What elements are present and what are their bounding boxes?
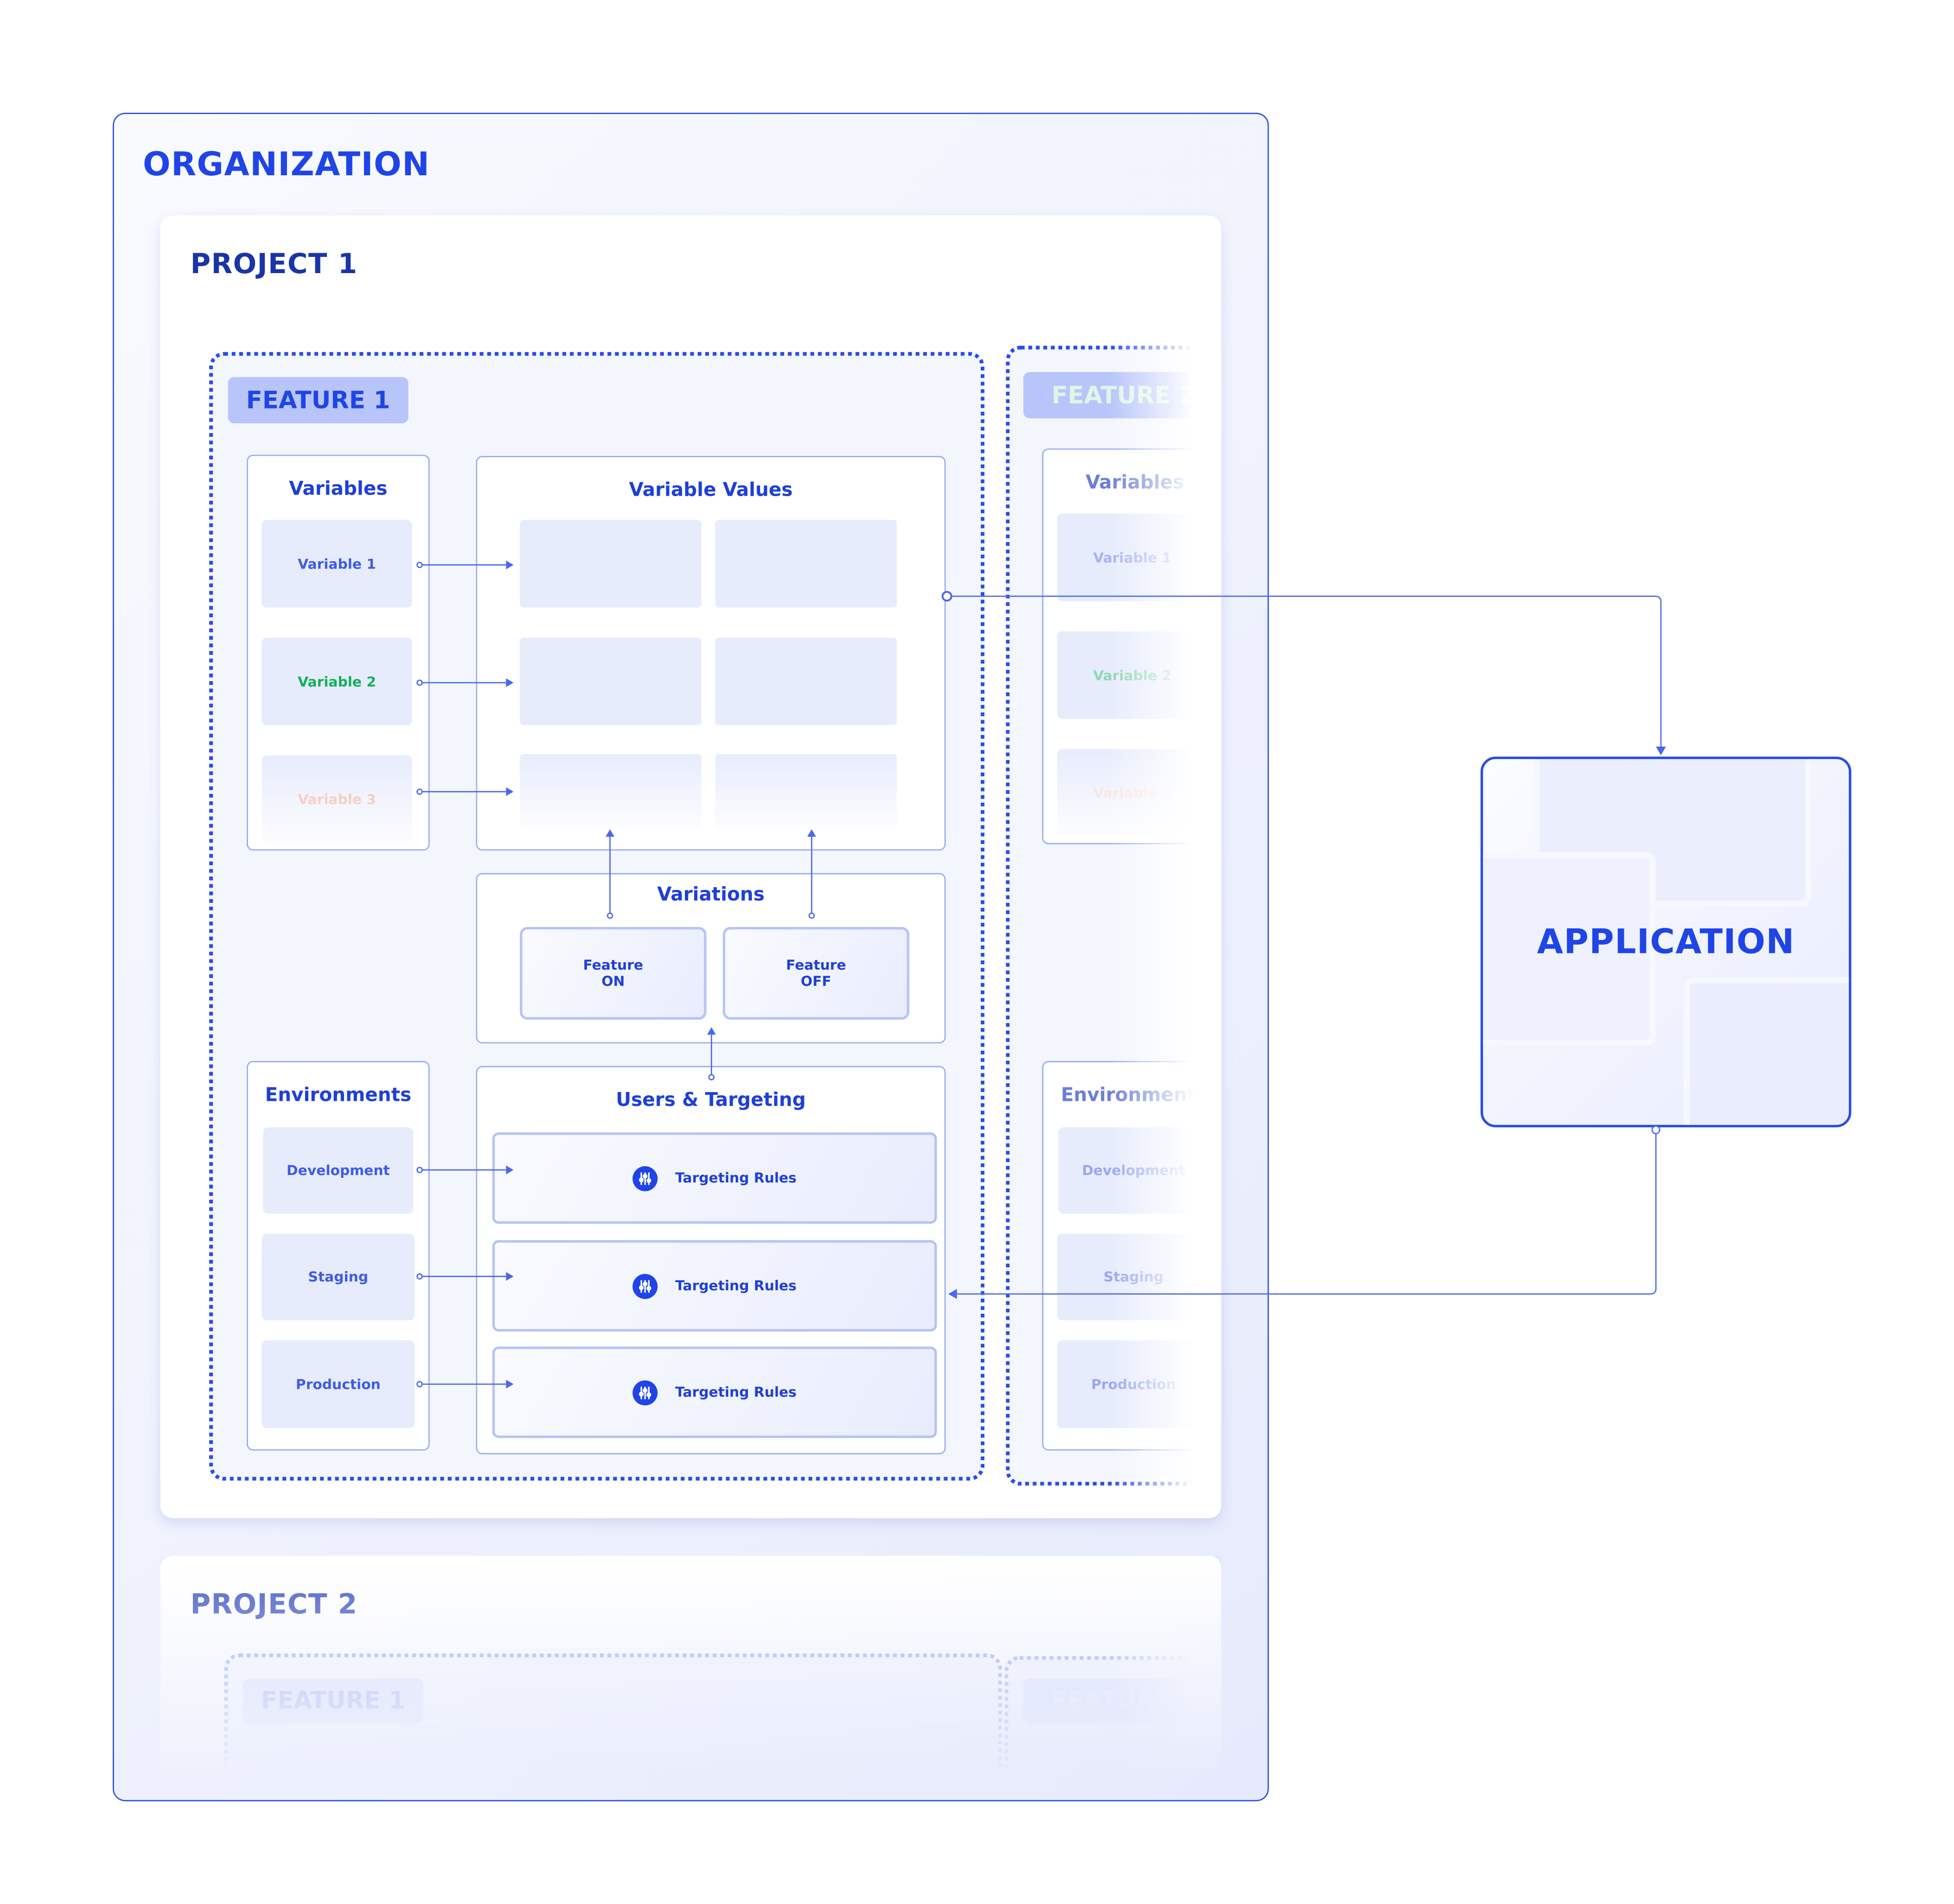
application-to-targeting-line bbox=[957, 1131, 1657, 1295]
environment-staging[interactable]: Staging bbox=[1057, 1233, 1194, 1321]
targeting-rules-row[interactable]: Targeting Rules bbox=[492, 1346, 937, 1438]
project-2-feature-2-badge: FEATURE 2 bbox=[1023, 1678, 1193, 1724]
feature-2-environments-panel: Environments Development Staging Product… bbox=[1042, 1061, 1194, 1451]
environment-staging[interactable]: Staging bbox=[262, 1233, 415, 1321]
variations-panel: Variations Feature ON Feature OFF bbox=[476, 873, 946, 1044]
variable-3[interactable]: Variable 3 bbox=[1057, 749, 1194, 837]
users-targeting-panel: Users & Targeting Targeting Rules Target… bbox=[476, 1066, 946, 1455]
value-cell bbox=[715, 754, 897, 830]
sliders-icon bbox=[632, 1380, 658, 1405]
value-cell bbox=[715, 520, 897, 608]
environment-production[interactable]: Production bbox=[1057, 1340, 1194, 1428]
targeting-rules-row[interactable]: Targeting Rules bbox=[492, 1240, 937, 1332]
targeting-rules-row[interactable]: Targeting Rules bbox=[492, 1132, 937, 1224]
sliders-icon bbox=[632, 1273, 658, 1298]
feature-off-variation[interactable]: Feature OFF bbox=[722, 926, 910, 1020]
variation-label: Feature bbox=[786, 957, 846, 973]
variable-values-panel: Variable Values bbox=[476, 456, 946, 851]
values-to-application-line bbox=[951, 595, 1662, 747]
organization-title: ORGANIZATION bbox=[142, 147, 430, 185]
project-2-card: PROJECT 2 FEATURE 1 FEATURE 2 bbox=[160, 1556, 1221, 1769]
value-cell bbox=[520, 637, 702, 726]
variation-state: OFF bbox=[800, 973, 831, 990]
variables-title: Variables bbox=[1086, 471, 1184, 494]
environments-panel: Environments Development Staging Product… bbox=[247, 1061, 430, 1451]
variation-connectors bbox=[609, 837, 812, 1075]
variations-title: Variations bbox=[657, 883, 765, 906]
project-2-feature-1-badge: FEATURE 1 bbox=[243, 1678, 424, 1724]
value-cell bbox=[715, 637, 897, 726]
project-2-title: PROJECT 2 bbox=[190, 1589, 358, 1621]
users-targeting-title: Users & Targeting bbox=[616, 1088, 806, 1112]
variable-1[interactable]: Variable 1 bbox=[1057, 513, 1194, 601]
variable-1[interactable]: Variable 1 bbox=[262, 520, 412, 608]
variables-panel: Variables Variable 1 Variable 2 Variable… bbox=[247, 454, 430, 851]
variation-label: Feature bbox=[583, 957, 644, 973]
variables-title: Variables bbox=[289, 477, 388, 500]
environment-development[interactable]: Development bbox=[1058, 1127, 1194, 1214]
environment-production[interactable]: Production bbox=[262, 1340, 415, 1428]
variation-state: ON bbox=[601, 973, 625, 990]
value-cell bbox=[520, 754, 702, 830]
feature-on-variation[interactable]: Feature ON bbox=[520, 926, 707, 1020]
environment-development[interactable]: Development bbox=[263, 1127, 414, 1214]
variable-2[interactable]: Variable 2 bbox=[1057, 631, 1194, 719]
targeting-rules-label: Targeting Rules bbox=[675, 1384, 797, 1401]
arrowheads bbox=[506, 560, 1666, 1389]
variable-2[interactable]: Variable 2 bbox=[262, 637, 412, 726]
variable-values-title: Variable Values bbox=[629, 478, 793, 501]
feature-2-variables-panel: Variables Variable 1 Variable 2 Variable… bbox=[1042, 448, 1194, 844]
targeting-rules-label: Targeting Rules bbox=[675, 1170, 797, 1187]
sliders-icon bbox=[632, 1165, 658, 1191]
targeting-rules-label: Targeting Rules bbox=[675, 1278, 797, 1294]
application-title: APPLICATION bbox=[1537, 923, 1795, 962]
project-1-title: PROJECT 1 bbox=[190, 249, 358, 281]
variable-3[interactable]: Variable 3 bbox=[262, 755, 412, 843]
feature-2-container: FEATURE 2 Variables Variable 1 Variable … bbox=[1006, 345, 1194, 1489]
feature-1-badge: FEATURE 1 bbox=[228, 377, 409, 424]
variable-connectors bbox=[422, 564, 506, 1385]
environments-title: Environments bbox=[1061, 1083, 1194, 1106]
feature-2-badge: FEATURE 2 bbox=[1023, 372, 1194, 419]
application-box[interactable]: APPLICATION bbox=[1480, 756, 1852, 1128]
value-cell bbox=[520, 520, 702, 608]
environments-title: Environments bbox=[265, 1083, 412, 1106]
